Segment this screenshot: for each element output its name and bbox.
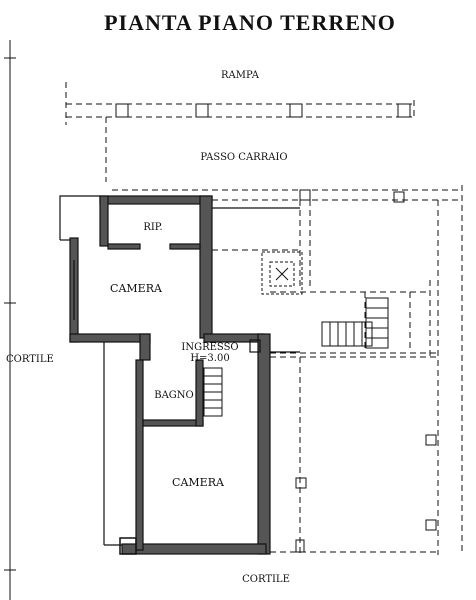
label-camera-bottom: CAMERA xyxy=(172,476,225,489)
ingresso-stairs xyxy=(203,367,223,417)
label-ingresso: INGRESSO xyxy=(181,342,238,353)
label-height: H=3.00 xyxy=(190,353,229,364)
column-markers xyxy=(115,103,437,553)
label-camera-top: CAMERA xyxy=(110,282,163,295)
label-rip: RIP. xyxy=(143,222,162,233)
right-stairs xyxy=(321,297,389,349)
dashed-outlines xyxy=(65,82,463,555)
corner-pillar xyxy=(119,537,137,555)
margin-ticks xyxy=(4,40,16,600)
skylight-symbol xyxy=(261,251,303,295)
walls xyxy=(69,195,271,555)
label-cortile-left: CORTILE xyxy=(6,354,54,365)
label-cortile-bottom: CORTILE xyxy=(242,574,290,585)
entry-pillar xyxy=(249,339,261,353)
thin-lines xyxy=(59,195,300,546)
plan-title: PIANTA PIANO TERRENO xyxy=(104,10,396,35)
label-rampa: RAMPA xyxy=(221,70,260,81)
label-bagno: BAGNO xyxy=(154,390,194,401)
label-passo-carraio: PASSO CARRAIO xyxy=(200,152,287,163)
